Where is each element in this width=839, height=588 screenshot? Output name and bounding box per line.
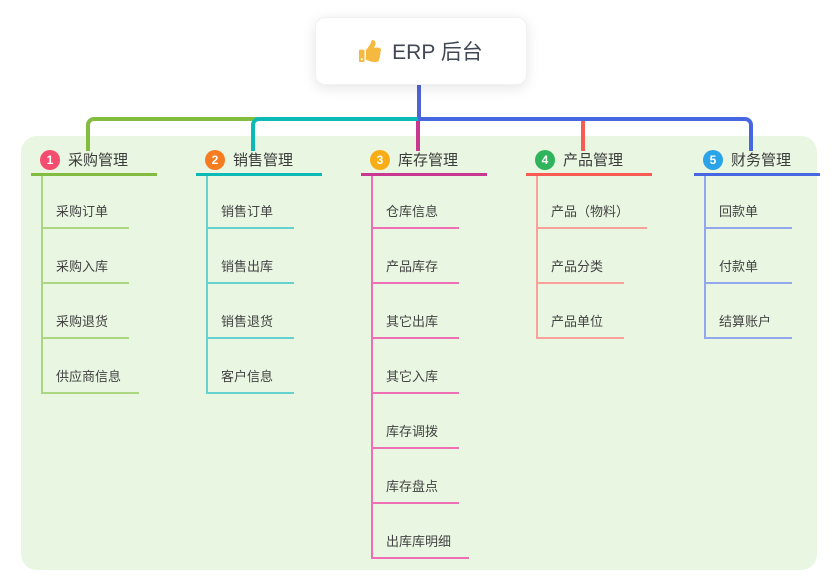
branch-purchase: 1 采购管理 采购订单 采购入库 采购退货 供应商信息 xyxy=(31,146,181,394)
child-node-label: 采购订单 xyxy=(56,204,109,219)
child-node-label: 采购退货 xyxy=(56,314,109,329)
branch-sales: 2 销售管理 销售订单 销售出库 销售退货 客户信息 xyxy=(196,146,346,394)
child-node[interactable]: 库存调拨 xyxy=(373,394,459,449)
thumbs-up-icon xyxy=(359,40,382,62)
branch-finance: 5 财务管理 回款单 付款单 结算账户 xyxy=(694,146,839,339)
child-node-label: 采购入库 xyxy=(56,259,109,274)
child-node-label: 供应商信息 xyxy=(56,369,122,384)
child-node-label: 结算账户 xyxy=(719,314,772,329)
branch-children: 仓库信息 产品库存 其它出库 其它入库 库存调拨 库存盘点 出库库明细 xyxy=(371,176,470,559)
child-node[interactable]: 产品（物料） xyxy=(538,176,648,229)
branch-label: 销售管理 xyxy=(233,152,294,169)
child-node-label: 其它入库 xyxy=(386,369,439,384)
connector-branch-finance xyxy=(418,117,753,151)
branch-number-badge: 4 xyxy=(535,149,555,170)
child-node-label: 销售退货 xyxy=(221,314,274,329)
child-node-label: 回款单 xyxy=(719,204,759,219)
branch-inventory: 3 库存管理 仓库信息 产品库存 其它出库 其它入库 库存调拨 库存盘点 出库库… xyxy=(361,146,511,559)
connector-branch-inventory xyxy=(416,121,420,151)
branch-label: 库存管理 xyxy=(398,152,459,169)
branch-number-badge: 5 xyxy=(703,149,723,170)
child-node-label: 产品分类 xyxy=(551,259,604,274)
branch-children: 销售订单 销售出库 销售退货 客户信息 xyxy=(206,176,294,394)
branch-number-badge: 1 xyxy=(40,149,60,170)
child-node[interactable]: 结算账户 xyxy=(706,284,792,339)
child-node[interactable]: 销售退货 xyxy=(208,284,294,339)
child-node-label: 产品单位 xyxy=(551,314,604,329)
child-node-label: 客户信息 xyxy=(221,369,274,384)
child-node[interactable]: 回款单 xyxy=(706,176,792,229)
child-node-label: 付款单 xyxy=(719,259,759,274)
child-node[interactable]: 其它入库 xyxy=(373,339,459,394)
root-node-title: ERP 后台 xyxy=(392,41,483,64)
child-node[interactable]: 仓库信息 xyxy=(373,176,459,229)
child-node-label: 库存调拨 xyxy=(386,424,439,439)
branch-sales-header[interactable]: 2 销售管理 xyxy=(196,146,322,176)
child-node[interactable]: 客户信息 xyxy=(208,339,294,394)
child-node-label: 销售订单 xyxy=(221,204,274,219)
branch-number-badge: 2 xyxy=(205,149,225,170)
branch-product: 4 产品管理 产品（物料） 产品分类 产品单位 xyxy=(526,146,676,339)
branch-label: 产品管理 xyxy=(563,152,624,169)
child-node[interactable]: 出库库明细 xyxy=(373,504,470,559)
child-node[interactable]: 产品分类 xyxy=(538,229,624,284)
child-node[interactable]: 采购入库 xyxy=(43,229,129,284)
child-node[interactable]: 产品库存 xyxy=(373,229,459,284)
child-node[interactable]: 库存盘点 xyxy=(373,449,459,504)
branch-label: 采购管理 xyxy=(68,152,129,169)
connector-root xyxy=(417,84,421,121)
child-node[interactable]: 销售出库 xyxy=(208,229,294,284)
child-node-label: 产品（物料） xyxy=(551,204,630,219)
branch-purchase-header[interactable]: 1 采购管理 xyxy=(31,146,157,176)
child-node-label: 销售出库 xyxy=(221,259,274,274)
child-node-label: 出库库明细 xyxy=(386,534,452,549)
branch-number-badge: 3 xyxy=(370,149,390,170)
branch-finance-header[interactable]: 5 财务管理 xyxy=(694,146,820,176)
child-node[interactable]: 其它出库 xyxy=(373,284,459,339)
child-node-label: 库存盘点 xyxy=(386,479,439,494)
child-node[interactable]: 产品单位 xyxy=(538,284,624,339)
branch-children: 采购订单 采购入库 采购退货 供应商信息 xyxy=(41,176,140,394)
branch-label: 财务管理 xyxy=(731,152,792,169)
connector-branch-product xyxy=(581,121,585,151)
branch-children: 产品（物料） 产品分类 产品单位 xyxy=(536,176,648,339)
branch-product-header[interactable]: 4 产品管理 xyxy=(526,146,652,176)
branch-inventory-header[interactable]: 3 库存管理 xyxy=(361,146,487,176)
mindmap-canvas xyxy=(21,136,817,570)
child-node-label: 仓库信息 xyxy=(386,204,439,219)
child-node[interactable]: 采购订单 xyxy=(43,176,129,229)
child-node[interactable]: 销售订单 xyxy=(208,176,294,229)
child-node[interactable]: 付款单 xyxy=(706,229,792,284)
child-node-label: 产品库存 xyxy=(386,259,439,274)
connector-branch-sales xyxy=(251,117,420,151)
branch-children: 回款单 付款单 结算账户 xyxy=(704,176,792,339)
child-node[interactable]: 采购退货 xyxy=(43,284,129,339)
root-node[interactable]: ERP 后台 xyxy=(315,17,527,85)
child-node-label: 其它出库 xyxy=(386,314,439,329)
child-node[interactable]: 供应商信息 xyxy=(43,339,140,394)
